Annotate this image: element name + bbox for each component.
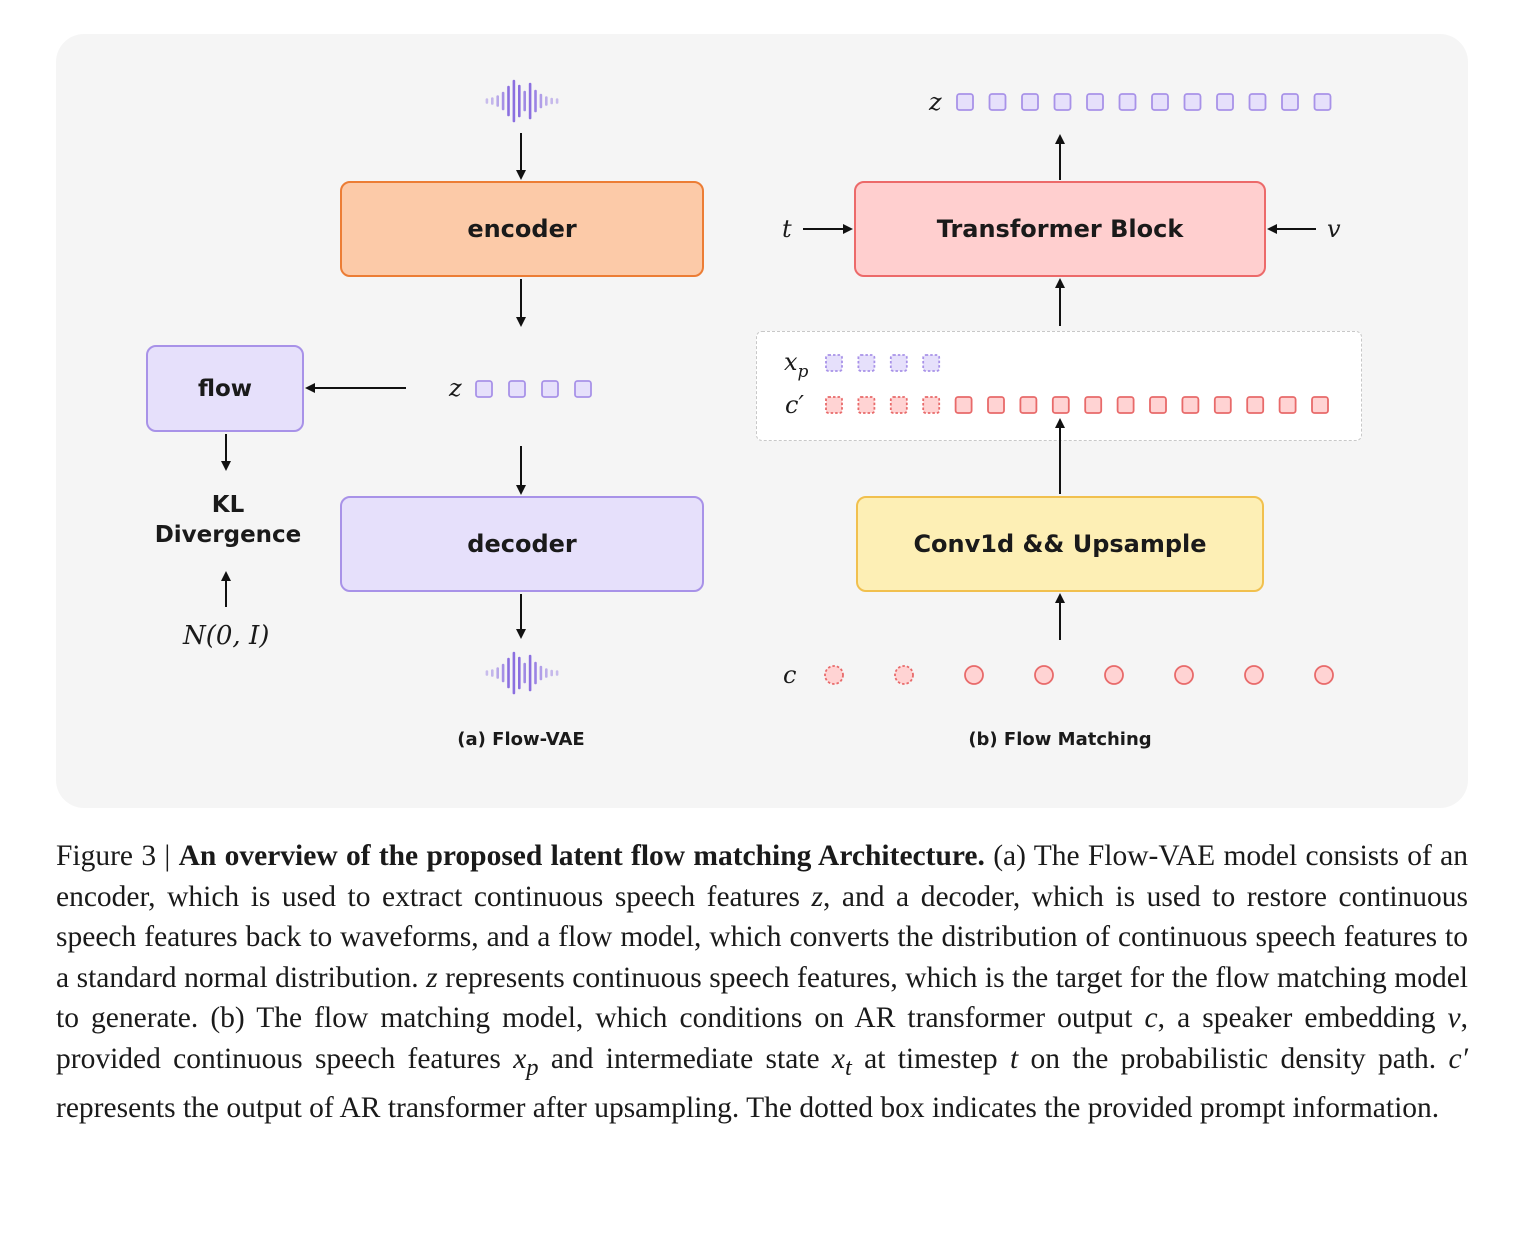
feature-token xyxy=(1051,396,1070,414)
ar-output-token xyxy=(1034,665,1054,685)
ar-output-token xyxy=(1174,665,1194,685)
ar-output-token xyxy=(894,665,914,685)
feature-token xyxy=(1021,93,1039,111)
feature-token xyxy=(956,93,974,111)
decoder-box: decoder xyxy=(340,496,704,592)
diagram-canvas: z z t v N(0, I) xp c′ c xyxy=(182,79,1341,695)
feature-token xyxy=(541,380,559,398)
feature-token xyxy=(889,396,908,414)
feature-token xyxy=(1216,93,1234,111)
kl-line-1: KL xyxy=(211,492,245,518)
kl-line-2: Divergence xyxy=(154,522,302,548)
caption-math: x xyxy=(513,1042,527,1075)
feature-token xyxy=(1053,93,1072,111)
caption-text: and intermediate state xyxy=(538,1042,832,1075)
v-label: v xyxy=(1327,215,1341,243)
feature-token xyxy=(1213,396,1232,414)
ar-output-token xyxy=(824,665,844,685)
xp-subscript: p xyxy=(798,362,809,382)
feature-token xyxy=(1019,396,1038,414)
feature-token xyxy=(1116,396,1135,414)
normal-distribution-label: N(0, I) xyxy=(182,621,269,651)
caption-math-sub: t xyxy=(844,1053,852,1081)
conv-upsample-box: Conv1d && Upsample xyxy=(856,496,1264,592)
feature-token xyxy=(1183,93,1202,111)
caption-text: , provided continuous speech features xyxy=(56,1002,1468,1075)
ar-output-token xyxy=(1104,665,1124,685)
caption-text: (a) The Flow-VAE model consists of an en… xyxy=(56,840,1468,913)
caption-math-sub: p xyxy=(526,1053,539,1081)
feature-token xyxy=(857,396,876,414)
ar-output-token xyxy=(1314,665,1334,685)
feature-token xyxy=(1086,93,1104,111)
waveform-input-icon xyxy=(485,79,559,123)
feature-token xyxy=(1149,396,1167,414)
t-label: t xyxy=(782,215,792,243)
figure-caption: Figure 3 | An overview of the proposed l… xyxy=(56,836,1468,1129)
caption-text: , a speaker embedding xyxy=(1157,1002,1448,1035)
feature-token xyxy=(1246,396,1265,414)
subcaption-b: (b) Flow Matching xyxy=(968,729,1152,750)
caption-text: at timestep xyxy=(851,1042,1010,1075)
transformer-label: Transformer Block xyxy=(936,215,1184,243)
caption-math: x xyxy=(831,1042,845,1075)
feature-token xyxy=(1084,396,1103,414)
feature-token xyxy=(1151,93,1169,111)
feature-token xyxy=(1181,396,1200,414)
feature-token xyxy=(922,396,941,414)
caption-math: t xyxy=(1010,1042,1019,1075)
encoder-box: encoder xyxy=(340,181,704,277)
flow-label: flow xyxy=(197,375,253,402)
caption-text: represents the output of AR transformer … xyxy=(56,1092,1440,1125)
c-prime-label: c′ xyxy=(785,391,804,419)
feature-token xyxy=(1281,93,1299,111)
feature-token xyxy=(825,396,843,414)
feature-token xyxy=(508,380,526,398)
caption-math: c xyxy=(1144,1002,1158,1035)
caption-text: , and a decoder, which is used to restor… xyxy=(56,880,1468,994)
feature-token xyxy=(857,354,876,372)
ar-output-token xyxy=(1244,665,1264,685)
feature-token xyxy=(987,396,1005,414)
feature-token xyxy=(922,354,941,372)
z-label-top: z xyxy=(928,88,942,116)
flow-box: flow xyxy=(146,345,304,432)
feature-token xyxy=(988,93,1007,111)
caption-math: z xyxy=(426,961,438,994)
conv-label: Conv1d && Upsample xyxy=(913,530,1207,558)
caption-label: Figure 3 | xyxy=(56,840,179,872)
xp-label: xp xyxy=(784,348,809,382)
caption-text: represents continuous speech features, w… xyxy=(56,961,1468,1035)
feature-token xyxy=(1311,396,1329,414)
caption-text: on the probabilistic density path. xyxy=(1018,1042,1449,1075)
waveform-output-icon xyxy=(485,651,559,695)
decoder-label: decoder xyxy=(467,530,577,558)
encoder-label: encoder xyxy=(467,215,577,243)
subcaption-a: (a) Flow-VAE xyxy=(457,729,585,750)
feature-token xyxy=(1118,93,1137,111)
z-label-left: z xyxy=(448,374,462,402)
feature-token xyxy=(1248,93,1267,111)
transformer-block-box: Transformer Block xyxy=(854,181,1266,277)
caption-math: z xyxy=(811,880,824,913)
feature-token xyxy=(889,354,908,372)
kl-divergence-label: KL Divergence xyxy=(150,490,306,550)
feature-token xyxy=(825,354,843,372)
caption-title: An overview of the proposed latent flow … xyxy=(178,840,985,872)
feature-token xyxy=(1278,396,1297,414)
caption-math: c′ xyxy=(1448,1042,1468,1075)
c-label: c xyxy=(783,661,796,689)
feature-token xyxy=(475,380,493,398)
ar-output-token xyxy=(964,665,984,685)
xp-base: x xyxy=(784,348,798,376)
feature-token xyxy=(1313,93,1332,111)
caption-math: v xyxy=(1447,1002,1461,1035)
feature-token xyxy=(574,380,592,398)
feature-token xyxy=(954,396,973,414)
